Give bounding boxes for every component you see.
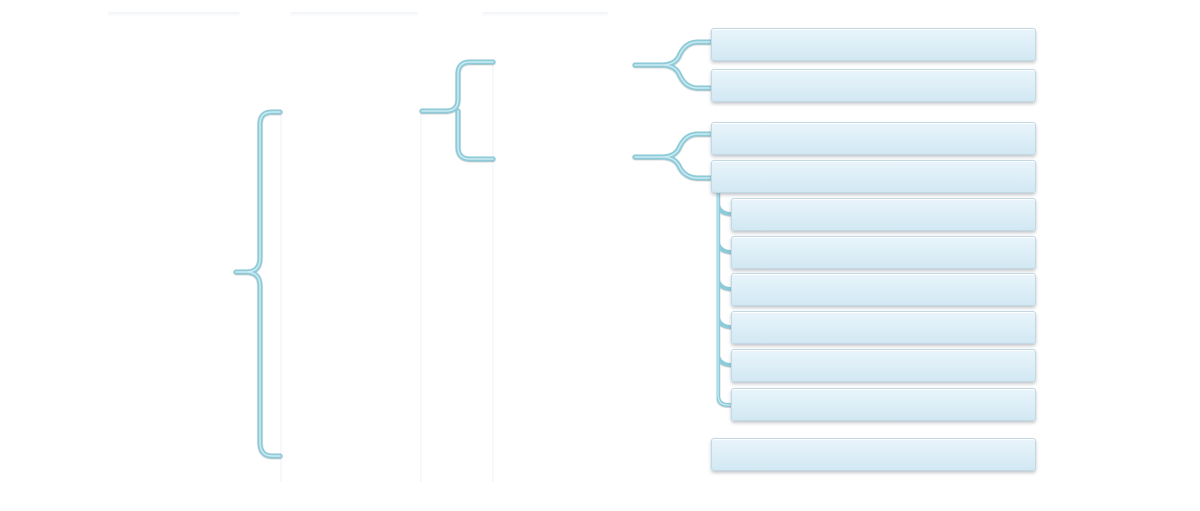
brace-level-3-a xyxy=(632,39,713,91)
node-4-2 xyxy=(731,236,1036,269)
bracket-sublist xyxy=(716,190,734,407)
node-4-3 xyxy=(731,273,1036,306)
node-4-1 xyxy=(731,198,1036,231)
node-4-6 xyxy=(731,388,1036,421)
column-header-3 xyxy=(482,12,608,16)
node-2 xyxy=(711,69,1036,102)
column-guide-3 xyxy=(420,112,423,482)
node-4-4 xyxy=(731,311,1036,344)
node-5 xyxy=(711,438,1036,471)
column-guide-2 xyxy=(492,62,495,482)
brace-level-2 xyxy=(419,59,496,162)
brace-level-3-b xyxy=(632,131,713,181)
column-header-2 xyxy=(290,12,418,16)
node-1 xyxy=(711,28,1036,61)
node-4-5 xyxy=(731,349,1036,382)
node-3 xyxy=(711,122,1036,155)
column-guide-1 xyxy=(280,112,283,482)
brace-level-1 xyxy=(233,109,283,459)
column-header-1 xyxy=(108,12,240,16)
node-4 xyxy=(711,160,1036,193)
